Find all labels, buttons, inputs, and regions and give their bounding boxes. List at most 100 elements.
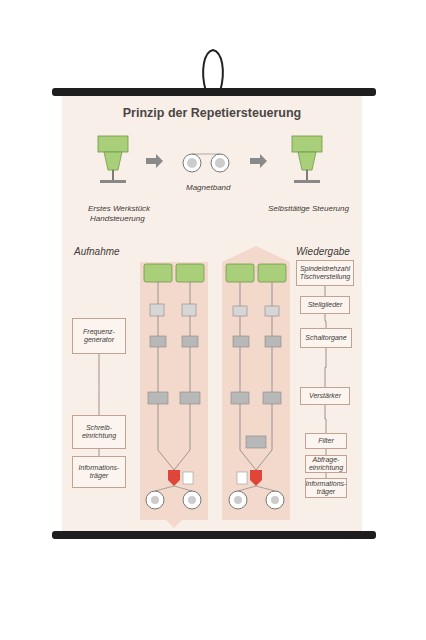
tape-reel [151,496,159,504]
grey-block [233,306,247,316]
caption-label: Handsteuerung [90,214,145,223]
process-box: Informations- träger [305,478,347,498]
chart-sheet [62,94,362,534]
tape-reel [155,486,275,491]
write-head [237,472,247,484]
caption-label: Aufnahme [74,246,120,257]
box-label: Informations- träger [73,464,125,480]
machine-block [144,264,286,282]
tape-reel [183,154,201,172]
signal-band [222,246,290,520]
tape-reel [146,491,164,509]
connector-line [325,314,326,328]
tape-reel [211,154,229,172]
connector-line [325,286,326,296]
connector-line [325,348,326,387]
machine-block [144,264,172,282]
grey-block [246,436,266,448]
machine-tool [98,136,128,152]
grey-block [148,304,281,448]
connector-line [99,354,100,415]
machine-block [258,264,286,282]
wooden-rod [52,88,376,539]
machine-tool [104,152,122,170]
flow-arrow [146,154,267,168]
flow-arrow [146,154,163,168]
tape-reel [271,496,279,504]
tape-reel [215,158,225,168]
chart-title: Prinzip der Repetiersteuerung [62,106,362,120]
tape-reel [183,491,201,509]
process-box: Abfrage- einrichtung [305,455,347,473]
signal-band [140,246,290,528]
box-label: Informations- träger [304,480,349,496]
grey-block [231,392,249,404]
write-head [183,472,193,484]
signal-line [158,282,272,450]
tape-reel [188,496,196,504]
tape-reel [146,486,284,509]
box-label: Frequenz- generator [73,328,125,344]
tape-reel [229,491,247,509]
process-box: Schreib- einrichtung [72,415,126,449]
process-box: Verstärker [300,387,350,405]
process-box: Filter [305,433,347,449]
machine-tool [292,136,322,152]
process-box: Schaltorgane [300,328,352,348]
tape-reel [234,496,242,504]
box-label: Schreib- einrichtung [73,424,125,440]
machine-block [226,264,254,282]
process-box: Informations- träger [72,456,126,488]
machine-tool [112,170,114,180]
machine-tool [298,152,316,170]
grey-block [233,336,249,347]
grey-block [182,304,196,316]
flow-arrow [250,154,267,168]
tape-reel [183,154,229,172]
grey-block [150,336,166,347]
process-box: Frequenz- generator [72,318,126,354]
box-label: Stellglieder [306,301,345,309]
wooden-rod [52,88,376,96]
box-label: Spindeldrehzahl Tischverstellung [297,265,353,281]
tape-reel [266,491,284,509]
write-head [250,470,262,486]
machine-block [176,264,204,282]
grey-block [265,336,281,347]
grey-block [180,392,200,404]
signal-band [140,262,208,528]
connector-line [99,449,100,456]
process-box: Spindeldrehzahl Tischverstellung [296,260,354,286]
grey-block [265,306,279,316]
machine-tool [306,170,308,180]
connector-line [325,405,326,433]
chart-sheet [62,94,362,534]
caption-label: Selbsttätige Steuerung [268,204,349,213]
box-label: Verstärker [307,392,343,400]
write-head [168,470,262,486]
caption-label: Erstes Werkstück [88,204,150,213]
process-box: Stellglieder [300,296,350,314]
box-label: Filter [316,437,336,445]
box-label: Abfrage- einrichtung [306,456,346,472]
grey-block [148,392,168,404]
machine-tool [294,180,320,183]
machine-tool [100,180,126,183]
tape-reel [187,158,197,168]
machine-tool [98,136,322,183]
hanging-string [203,50,223,92]
wooden-rod [52,531,376,539]
grey-block [263,392,281,404]
signal-line [158,282,272,470]
hanging-string [203,50,223,92]
signal-line [158,450,272,470]
tape-reel [192,154,220,155]
caption-label: Magnetband [186,183,230,192]
grey-block [150,304,164,316]
box-label: Schaltorgane [303,334,348,342]
caption-label: Wiedergabe [296,246,350,257]
grey-block [182,336,198,347]
